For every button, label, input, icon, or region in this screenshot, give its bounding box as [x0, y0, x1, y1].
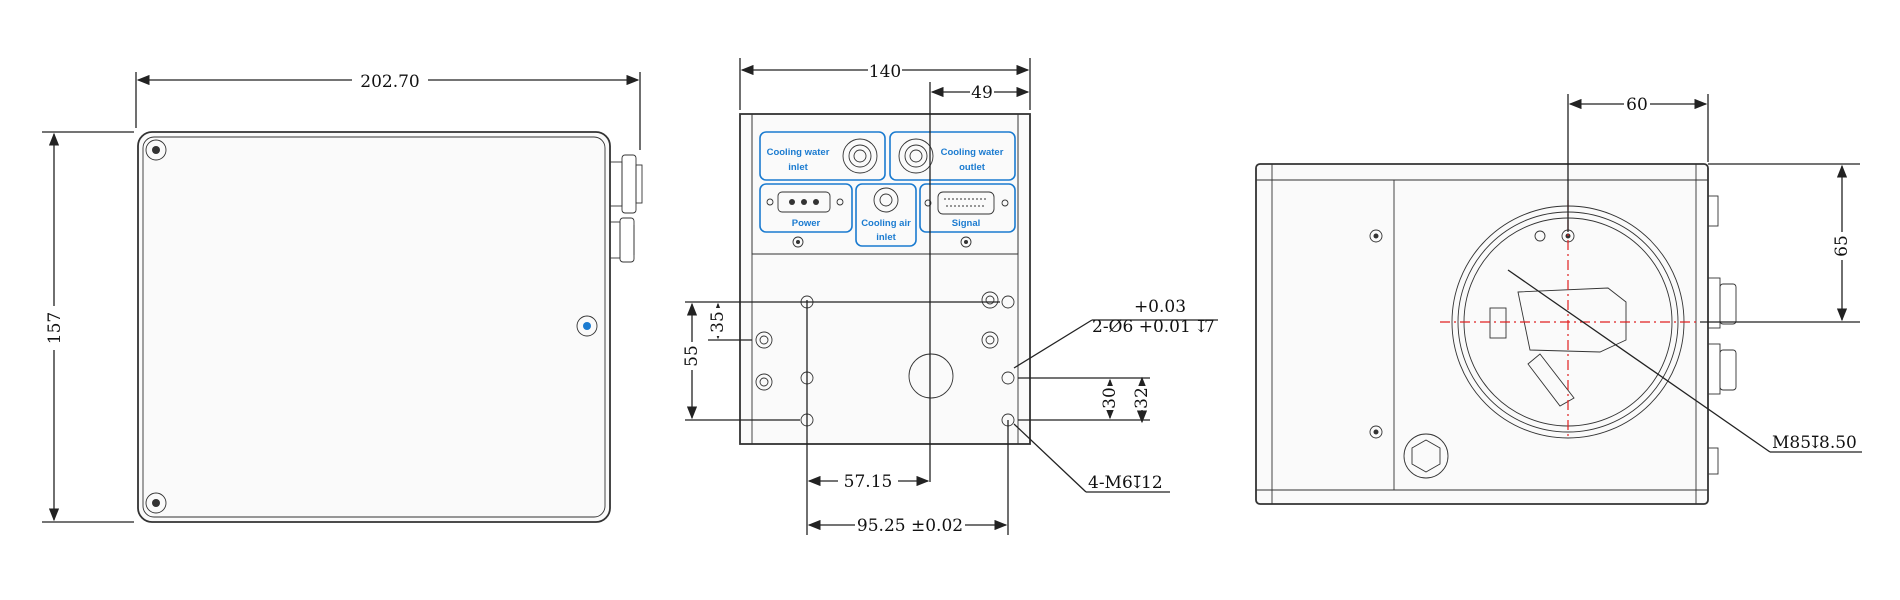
svg-text:Cooling air: Cooling air [861, 218, 911, 229]
hole-depth: 7 [1204, 317, 1215, 337]
screw-icon [145, 492, 167, 514]
svg-text:outlet: outlet [959, 162, 986, 173]
left-view: 202.70 157 [42, 70, 643, 523]
left-connectors [609, 154, 643, 263]
cooling-water-outlet-port: Cooling water outlet [889, 131, 1016, 181]
dim-offset-front: 49 [971, 83, 993, 103]
hole-note: 2-Ø6 +0.01 [1092, 317, 1191, 337]
right-connectors [1707, 195, 1737, 475]
thread-depth: 12 [1141, 473, 1163, 493]
svg-text:Cooling water: Cooling water [767, 147, 830, 158]
thread-depth-symbol: ↧ [1130, 473, 1144, 493]
signal-connector: Signal [919, 183, 1016, 233]
dim-55: 55 [682, 345, 702, 367]
bore-note: M85 [1772, 433, 1811, 453]
dim-30: 30 [1100, 387, 1120, 409]
dim-32: 32 [1132, 387, 1152, 409]
dim-width-left: 202.70 [360, 72, 419, 92]
power-connector: Power [759, 183, 853, 233]
bore-depth-symbol: ↧ [1808, 433, 1822, 453]
dim-60: 60 [1626, 95, 1648, 115]
svg-text:Signal: Signal [952, 218, 981, 229]
dim-width-front: 140 [869, 62, 901, 82]
dim-35: 35 [708, 311, 728, 333]
left-body [137, 131, 611, 523]
screw-icon [576, 315, 598, 337]
cooling-water-inlet-port: Cooling water inlet [759, 131, 886, 181]
dim-height-left: 157 [45, 312, 65, 344]
right-body [1255, 163, 1709, 505]
dim-65: 65 [1832, 235, 1852, 257]
thread-note: 4-M6 [1088, 473, 1133, 493]
screw-icon [145, 139, 167, 161]
svg-text:Cooling water: Cooling water [941, 147, 1004, 158]
right-view: 60 65 M85 ↧ 8.50 [1255, 94, 1862, 505]
svg-text:Power: Power [792, 218, 821, 229]
front-view: Cooling water inlet Cooling water outlet… [680, 58, 1218, 536]
dim-57: 57.15 [844, 472, 893, 492]
svg-text:inlet: inlet [788, 162, 808, 173]
dim-95: 95.25 ±0.02 [857, 516, 963, 536]
hole-depth-symbol: ↧ [1194, 317, 1208, 337]
hole-tolerance-upper: +0.03 [1134, 297, 1186, 317]
cooling-air-inlet-port: Cooling air inlet [855, 183, 917, 247]
svg-text:inlet: inlet [876, 232, 896, 243]
bore-depth: 8.50 [1819, 433, 1857, 453]
hex-nut-icon [1403, 433, 1449, 479]
